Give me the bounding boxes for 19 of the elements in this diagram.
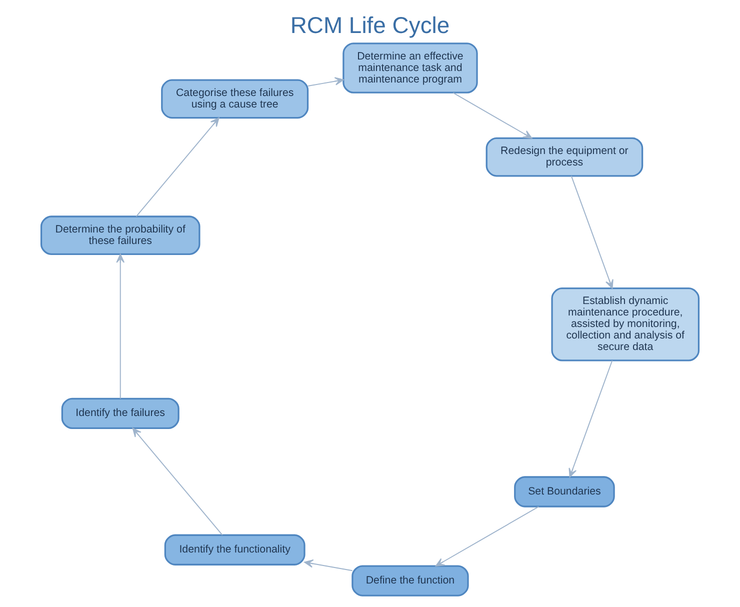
node-box: Define the function — [352, 565, 469, 596]
node-box: Set Boundaries — [514, 476, 615, 508]
arrow — [568, 360, 613, 478]
arrow — [570, 175, 614, 289]
arrow — [304, 559, 353, 572]
node-box: Categorise these failures using a cause tree — [161, 79, 309, 119]
arrow — [435, 506, 540, 566]
arrow — [452, 92, 532, 139]
node-box: Identify the failures — [61, 398, 180, 430]
node-box: Determine an effective maintenance task and maintenance program — [342, 42, 478, 94]
diagram-title: RCM Life Cycle — [290, 12, 450, 38]
node-box: Determine the probability of these failures — [40, 216, 200, 256]
arrow — [136, 117, 220, 217]
arrow — [116, 254, 125, 400]
arrow — [132, 428, 223, 536]
node-box: Identify the functionality — [164, 534, 306, 566]
node-box: Redesign the equipment or process — [486, 137, 644, 177]
arrow — [307, 77, 344, 87]
node-box: Establish dynamic maintenance procedure, assisted by monitoring, collection and analysis of secure data — [551, 288, 700, 362]
